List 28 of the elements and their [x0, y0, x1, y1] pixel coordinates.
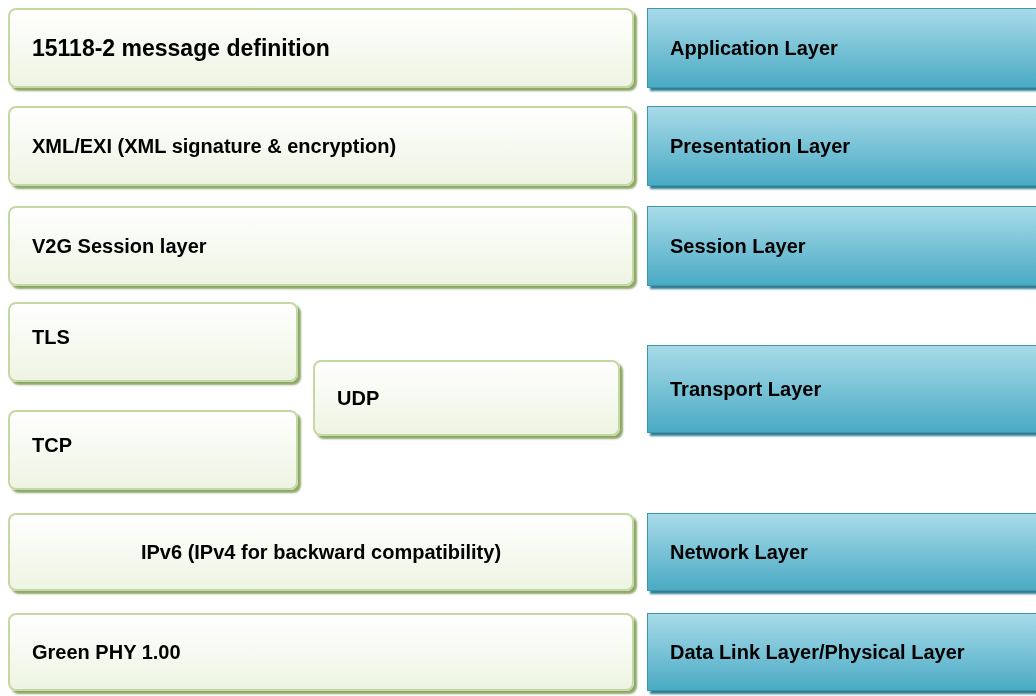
protocol-box	[8, 410, 298, 490]
protocol-box	[313, 360, 620, 436]
protocol-label: IPv6 (IPv4 for backward compatibility)	[140, 540, 502, 564]
protocol-box	[8, 8, 634, 88]
layer-label: Data Link Layer/Physical Layer	[670, 640, 965, 664]
osi-layer-box	[647, 613, 1036, 691]
protocol-box	[8, 613, 634, 691]
protocol-label: Green PHY 1.00	[32, 640, 181, 664]
layer-label: Network Layer	[670, 540, 808, 564]
osi-layer-box	[647, 8, 1036, 88]
protocol-box	[8, 106, 634, 186]
osi-layer-box	[647, 513, 1036, 591]
layer-label: Application Layer	[670, 36, 838, 60]
protocol-box	[8, 302, 298, 382]
osi-layer-box	[647, 345, 1036, 433]
protocol-label: V2G Session layer	[32, 234, 207, 258]
protocol-label: XML/EXI (XML signature & encryption)	[32, 134, 397, 158]
protocol-label: TLS	[32, 326, 70, 349]
osi-layer-box	[647, 206, 1036, 286]
protocol-box	[8, 513, 634, 591]
protocol-box	[8, 206, 634, 286]
protocol-label: TCP	[32, 434, 72, 457]
osi-layer-box	[647, 106, 1036, 186]
layer-label: Transport Layer	[670, 377, 822, 401]
layer-label: Session Layer	[670, 234, 806, 258]
protocol-label: 15118-2 message definition	[32, 34, 330, 62]
layer-label: Presentation Layer	[670, 134, 851, 158]
protocol-label: UDP	[337, 386, 380, 410]
